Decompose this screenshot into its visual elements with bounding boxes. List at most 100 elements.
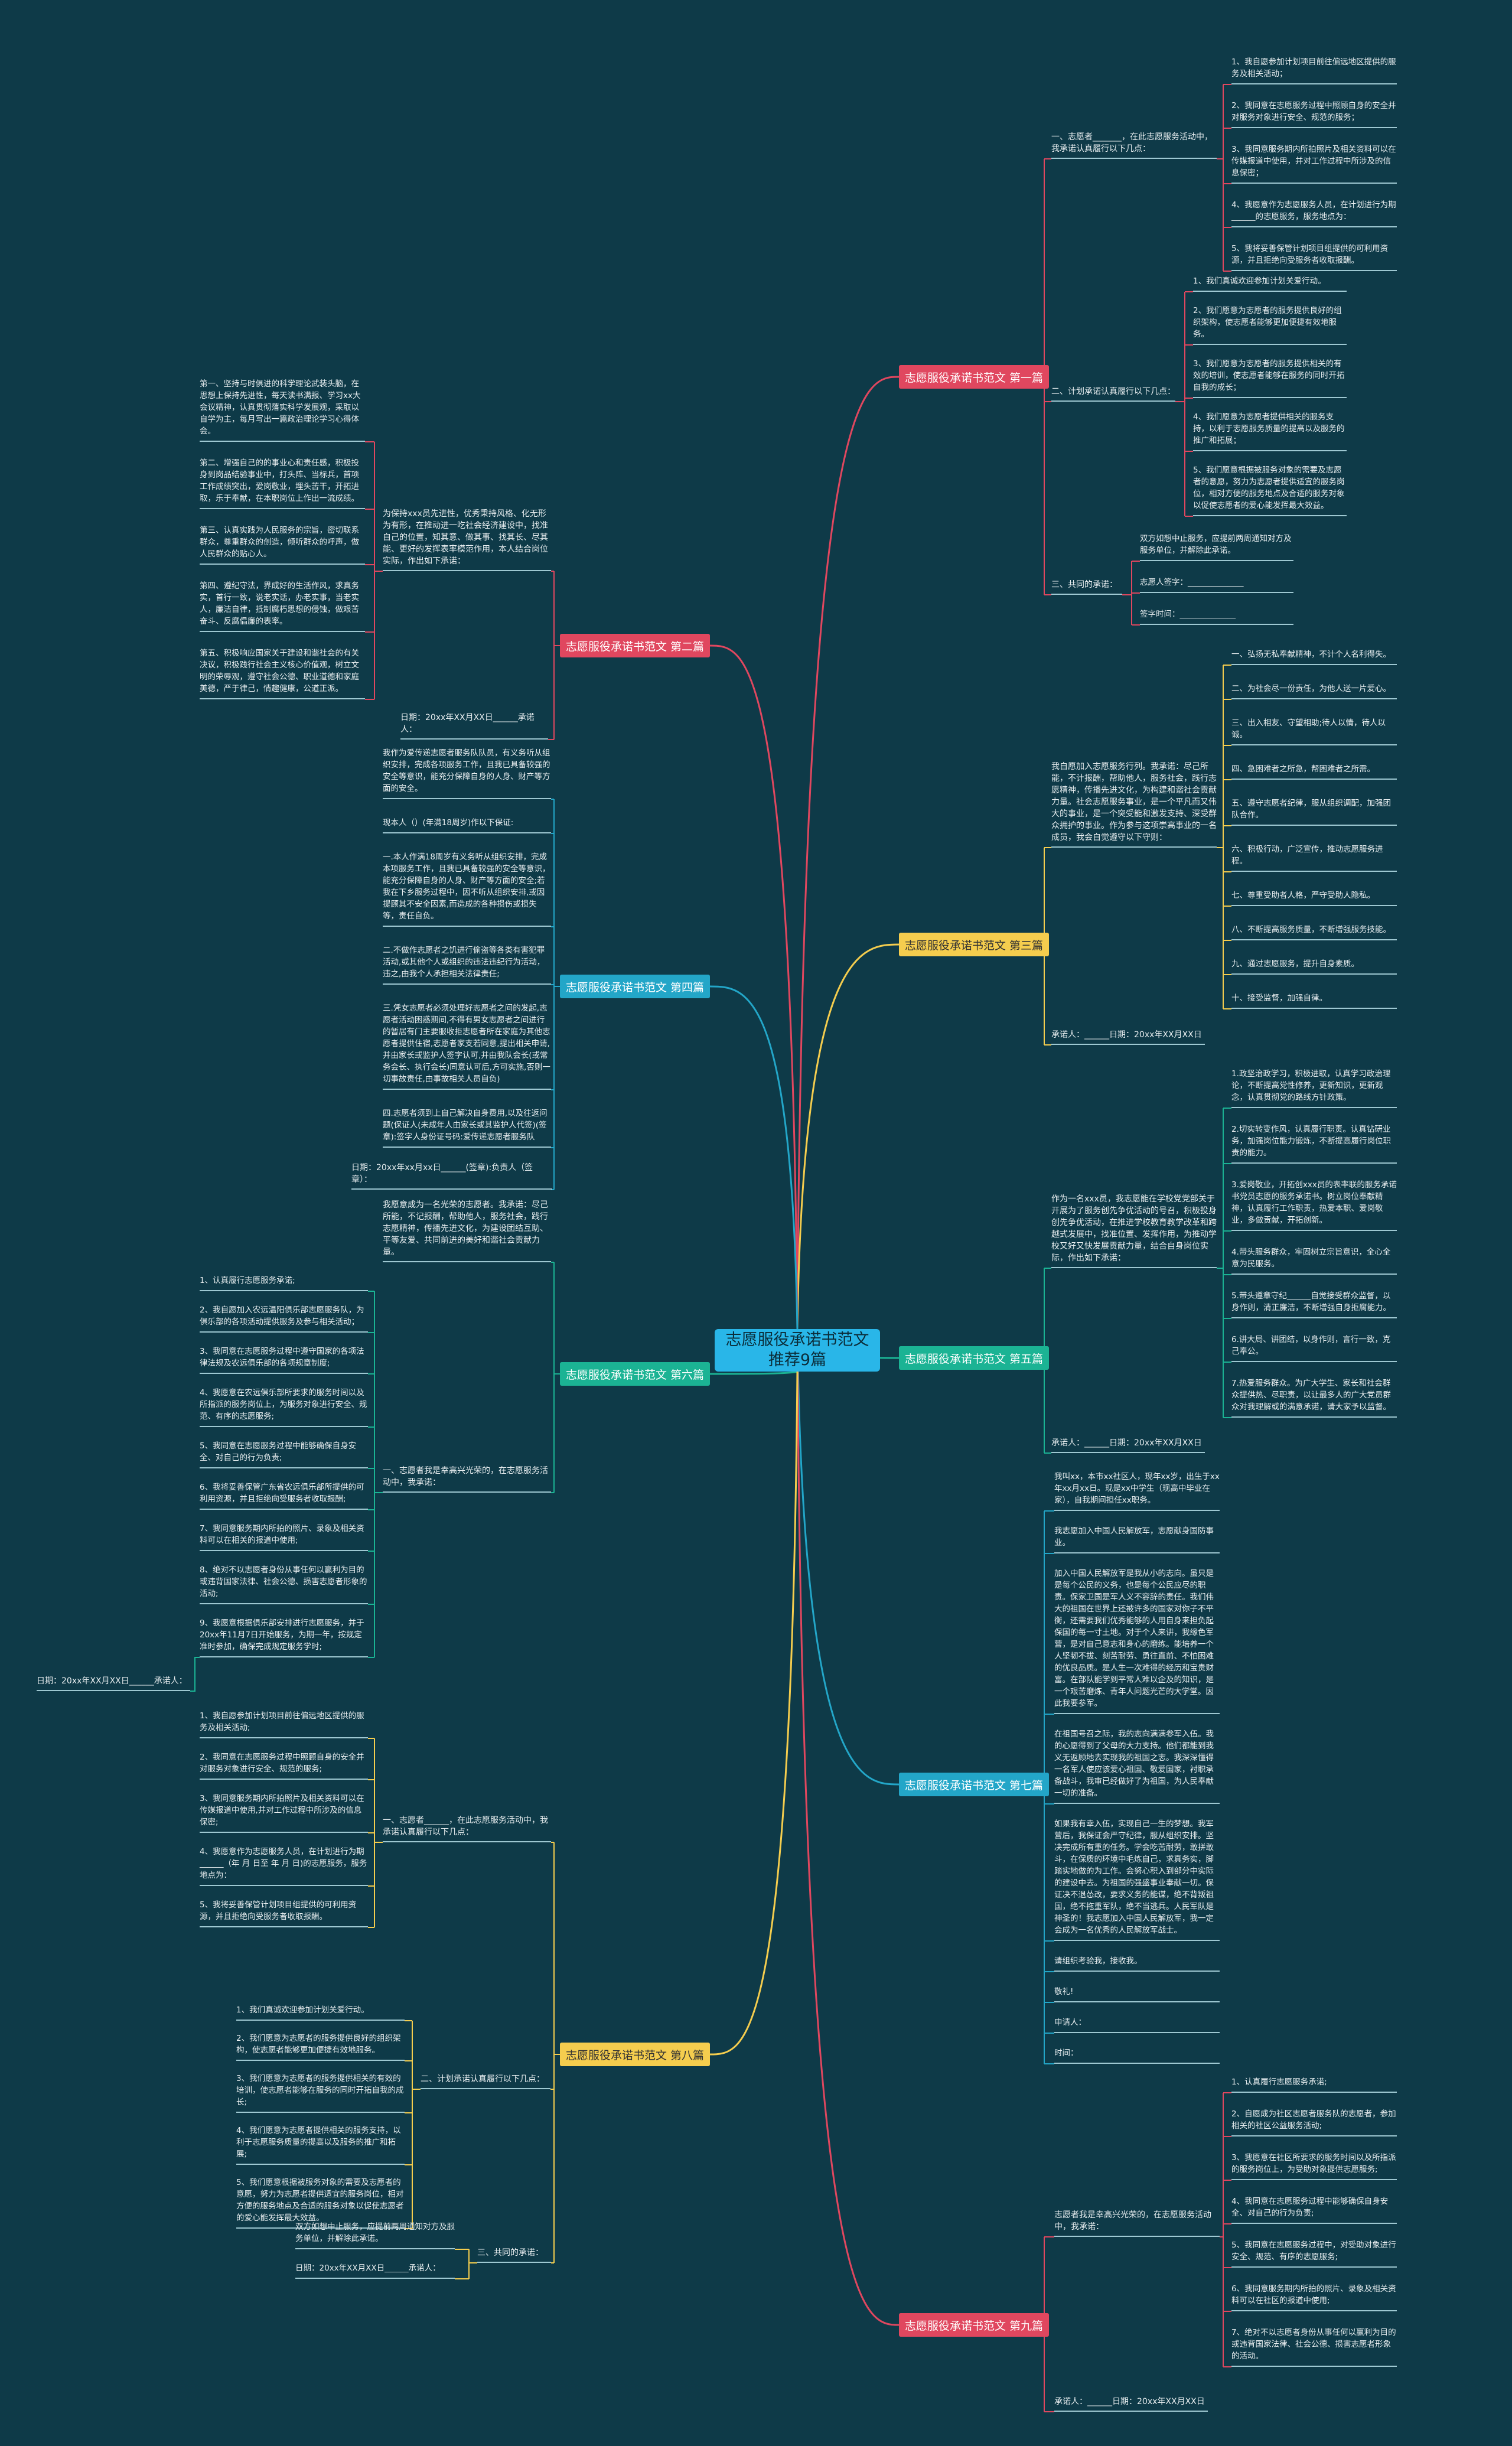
b9-date: 承诺人：______日期：20xx年XX月XX日	[1054, 2396, 1208, 2412]
b1-s1-item-1: 1、我自愿参加计划项目前往偏远地区提供的服务及相关活动；	[1231, 56, 1397, 84]
b4-item-4: 二.不做作志愿者之饥进行偷盗等各类有害犯罪活动,或其他个人或组织的违法违纪行为活…	[383, 944, 551, 985]
branch-1[interactable]: 志愿服役承诺书范文 第一篇	[899, 365, 1050, 389]
b9-item-2: 2、自愿成为社区志愿者服务队的志愿者，参加相关的社区公益服务活动;	[1231, 2108, 1397, 2136]
b2-item-2: 第二、增强自己的的事业心和责任感，积极投身到岗品结验事业中，打头阵、当标兵，首项…	[200, 457, 365, 509]
b1-section-1: 一、志愿者_______，在此志愿服务活动中，我承诺认真履行以下几点：	[1051, 131, 1217, 159]
b6-item-7: 7、我同意服务期内所拍的照片、录象及相关资料可以在相关的报道中使用;	[200, 1523, 368, 1551]
branch-2[interactable]: 志愿服役承诺书范文 第二篇	[560, 634, 711, 657]
branch-5[interactable]: 志愿服役承诺书范文 第五篇	[899, 1346, 1050, 1370]
b3-item-2: 二、为社会尽一份责任，为他人送一片爱心。	[1231, 683, 1397, 699]
b7-item-8: 申请人：	[1054, 2017, 1220, 2033]
b6-item-5: 5、我同意在志愿服务过程中能够确保自身安全、对自己的行为负责;	[200, 1440, 368, 1468]
root-topic[interactable]: 志愿服役承诺书范文推荐9篇	[715, 1329, 880, 1372]
b1-s2-item-2: 2、我们愿意为志愿者的服务提供良好的组织架构，使志愿者能够更加便捷有效地服务。	[1193, 305, 1347, 345]
b5-item-4: 4.带头服务群众，牢固树立宗旨意识，全心全意为民服务。	[1231, 1246, 1397, 1275]
b2-intro: 为保持xxx员先进性，优秀秉持风格、化无形为有形，在推动进一吃社会经济建设中，找…	[383, 508, 551, 571]
b6-item-6: 6、我将妥善保管广东省农远俱乐部所提供的可利用资源，并且拒绝向受服务者收取报酬;	[200, 1481, 368, 1510]
b6-item-4: 4、我愿意在农远俱乐部所要求的服务时间以及所指派的服务岗位上，为服务对象进行安全…	[200, 1387, 368, 1427]
b6-intro: 我愿意成为一名光荣的志愿者。我承诺：尽己所能，不记报酬，帮助他人，服务社会，践行…	[383, 1199, 551, 1262]
b3-intro: 我自愿加入志愿服务行列。我承诺：尽己所能，不计报酬，帮助他人，服务社会，践行志愿…	[1051, 761, 1217, 848]
branch-6[interactable]: 志愿服役承诺书范文 第六篇	[560, 1362, 711, 1386]
connector	[796, 943, 900, 1330]
b3-item-1: 一、弘扬无私奉献精神，不计个人名利得失。	[1231, 649, 1397, 665]
branch-9[interactable]: 志愿服役承诺书范文 第九篇	[899, 2313, 1050, 2337]
branch-7[interactable]: 志愿服役承诺书范文 第七篇	[899, 1773, 1050, 1796]
b5-item-7: 7.热爱服务群众。为广大学生、家长和社会群众提供热、尽职责，以让最多人的广大党员…	[1231, 1377, 1397, 1418]
b4-item-6: 四.志愿者须到上自己解决自身费用,以及往返问题(保证人(未成年人由家长或其监护人…	[383, 1108, 551, 1148]
b1-s2-item-1: 1、我们真诚欢迎参加计划关爱行动。	[1193, 275, 1347, 292]
b3-item-4: 四、急困难者之所急，帮困难者之所需。	[1231, 763, 1397, 780]
b4-date: 日期：20xx年xx月xx日______(签章):负责人（签章）：	[351, 1162, 552, 1190]
b1-s2-item-5: 5、我们愿意根据被服务对象的需要及志愿者的意愿，努力为志愿者提供适宜的服务岗位，…	[1193, 464, 1347, 516]
b6-item-8: 8、绝对不以志愿者身份从事任何以赢利为目的或违背国家法律、社会公德、损害志愿者形…	[200, 1564, 368, 1604]
b1-s1-item-3: 3、我同意服务期内所拍照片及相关资料可以在传媒报道中使用，并对工作过程中所涉及的…	[1231, 144, 1397, 184]
b9-item-1: 1、认真履行志愿服务承诺;	[1231, 2076, 1397, 2093]
b1-s2-item-4: 4、我们愿意为志愿者提供相关的服务支持，以利于志愿服务质量的提高以及服务的推广和…	[1193, 411, 1347, 451]
b7-item-5: 如果我有幸入伍，实现自己一生的梦想。我军营后，我保证会严守纪律，服从组织安排。坚…	[1054, 1818, 1220, 1941]
b2-item-3: 第三、认真实践为人民服务的宗旨，密切联系群众，尊重群众的创造，倾听群众的呼声，做…	[200, 525, 365, 565]
b3-item-7: 七、尊重受助者人格，严守受助人隐私。	[1231, 890, 1397, 906]
b1-s3-item-3: 签字时间：______________	[1140, 608, 1293, 625]
connector	[796, 1328, 900, 1786]
b6-date: 日期：20xx年XX月XX日______承诺人：	[37, 1675, 190, 1691]
b1-s3-item-1: 双方如想中止服务，应提前两周通知对方及服务单位，并解除此承诺。	[1140, 533, 1293, 561]
b1-section-3: 三、共同的承诺：	[1051, 579, 1122, 595]
b7-item-9: 时间：	[1054, 2047, 1220, 2064]
b8-s3-item-2: 日期：20xx年XX月XX日______承诺人：	[295, 2262, 455, 2279]
b8-s2-item-5: 5、我们愿意根据被服务对象的需要及志愿者的意愿，努力为志愿者提供适宜的服务岗位，…	[236, 2177, 405, 2229]
b8-s2-item-1: 1、我们真诚欢迎参加计划关爱行动。	[236, 2004, 405, 2021]
b3-item-5: 五、遵守志愿者纪律，服从组织调配，加强团队合作。	[1231, 797, 1397, 826]
b7-item-4: 在祖国号召之际，我的志向满满参军入伍。我的心愿得到了父母的大力支持。他们都能到我…	[1054, 1728, 1220, 1804]
b1-s1-item-5: 5、我将妥善保管计划项目组提供的可利用资源，并且拒绝向受服务者收取报酬。	[1231, 243, 1397, 271]
connector	[709, 644, 799, 1330]
b7-item-6: 请组织考验我，接收我。	[1054, 1955, 1220, 1972]
b5-item-2: 2.切实转变作风，认真履行职责。认真钻研业务，加强岗位能力锻炼，不断提高履行岗位…	[1231, 1123, 1397, 1164]
connector	[190, 1657, 200, 1692]
b7-item-7: 敬礼!	[1054, 1986, 1220, 2002]
b8-section-3: 三、共同的承诺：	[477, 2247, 551, 2263]
branch-4[interactable]: 志愿服役承诺书范文 第四篇	[560, 975, 711, 998]
b8-section-2: 二、计划承诺认真履行以下几点：	[421, 2073, 550, 2089]
b1-s2-item-3: 3、我们愿意为志愿者的服务提供相关的有效的培训，使志愿者能够在服务的同时开拓自我…	[1193, 358, 1347, 398]
connector	[709, 1370, 798, 1375]
b1-s1-item-2: 2、我同意在志愿服务过程中照顾自身的安全并对服务对象进行安全、规范的服务；	[1231, 100, 1397, 128]
connector	[709, 1371, 799, 2056]
b8-s1-item-2: 2、我同意在志愿服务过程中照顾自身的安全并对服务对象进行安全、规范的服务;	[200, 1751, 368, 1780]
branch-3[interactable]: 志愿服役承诺书范文 第三篇	[899, 933, 1050, 956]
b2-item-4: 第四、遵纪守法，界成好的生活作风，求真务实，首行一致，说老实话，办老实事，当老实…	[200, 580, 365, 632]
b3-item-9: 九、通过志愿服务，提升自身素质。	[1231, 958, 1397, 975]
b9-item-7: 7、绝对不以志愿者身份从事任何以赢利为目的或违背国家法律、社会公德、损害志愿者形…	[1231, 2327, 1397, 2367]
b6-item-9: 9、我愿意根据俱乐部安排进行志愿服务，并于20xx年11月7日开始服务，为期一年…	[200, 1617, 368, 1657]
b8-s1-item-5: 5、我将妥善保管计划项目组提供的可利用资源，并且拒绝向受服务者收取报酬。	[200, 1899, 368, 1927]
b5-intro: 作为一名xxx员，我志愿能在学校党党部关于开展为了服务创先争优活动的号召，积极投…	[1051, 1193, 1217, 1268]
b4-item-5: 三.凭女志愿者必须处理好志愿者之间的发起,志愿者活动困惑期间,不得有男女志愿者之…	[383, 1002, 551, 1090]
b3-item-10: 十、接受监督，加强自律。	[1231, 992, 1397, 1009]
connector	[796, 1328, 900, 2326]
b3-item-8: 八、不断提高服务质量，不断增强服务技能。	[1231, 924, 1397, 940]
b8-s2-item-2: 2、我们愿意为志愿者的服务提供良好的组织架构，使志愿者能够更加便捷有效地服务。	[236, 2033, 405, 2061]
connector	[796, 376, 900, 1330]
b5-item-5: 5.带头遵章守纪______自觉接受群众监督，以身作则，清正廉洁，不断增强自身拒…	[1231, 1290, 1397, 1318]
b6-section-1: 一、志愿者我是幸高兴光荣的，在志愿服务活动中，我承诺：	[383, 1465, 551, 1493]
b8-s1-item-1: 1、我自愿参加计划项目前往偏远地区提供的服务及相关活动;	[200, 1710, 368, 1738]
b6-item-1: 1、认真履行志愿服务承诺;	[200, 1275, 368, 1291]
b5-item-1: 1.政坚治政学习，积极进取，认真学习政治理论，不断提高党性修养，更新知识，更新观…	[1231, 1068, 1397, 1108]
b1-section-2: 二、计划承诺认真履行以下几点：	[1051, 386, 1175, 402]
b5-item-3: 3.爱岗敬业，开拓创xxx员的表率联的服务承诺书党员志愿的服务承诺书。树立岗位奉…	[1231, 1179, 1397, 1231]
b2-item-1: 第一、坚持与时俱进的科学理论武装头脑，在思想上保持先进性，每天读书满报、学习xx…	[200, 378, 365, 442]
b8-s2-item-3: 3、我们愿意为志愿者的服务提供相关的有效的培训，使志愿者能够在服务的同时开拓自我…	[236, 2073, 405, 2113]
b2-date: 日期：20xx年XX月XX日______承诺人：	[400, 712, 548, 740]
b9-item-5: 5、我同意在志愿服务过程中，对受助对象进行安全、规范、有序的志愿服务;	[1231, 2239, 1397, 2268]
b2-item-5: 第五、积极响应国家关于建设和谐社会的有关决议，积极践行社会主义核心价值观，树立文…	[200, 647, 365, 699]
b6-item-3: 3、我同意在志愿服务过程中遵守国家的各项法律法规及农远俱乐部的各项规章制度;	[200, 1346, 368, 1374]
b7-item-1: 我叫xx，本市xx社区人，现年xx岁，出生于xx年xx月xx日。现是xx中学生（…	[1054, 1471, 1220, 1511]
b5-item-6: 6.讲大局、讲团结，以身作则，言行一致，克己奉公。	[1231, 1334, 1397, 1362]
b9-item-6: 6、我同意服务期内所拍的照片、录象及相关资料可以在社区的报道中使用;	[1231, 2283, 1397, 2311]
branch-8[interactable]: 志愿服役承诺书范文 第八篇	[560, 2043, 711, 2066]
b7-item-3: 加入中国人民解放军是我从小的志向。虽只是是每个公民的义务，也是每个公民应尽的职责…	[1054, 1568, 1220, 1714]
b3-item-3: 三、出入相友、守望相助;待人以情，待人以诚。	[1231, 717, 1397, 745]
b3-item-6: 六、积极行动，广泛宣传，推动志愿服务进程。	[1231, 843, 1397, 872]
b8-section-1: 一、志愿者______，在此志愿服务活动中，我承诺认真履行以下几点：	[383, 1815, 551, 1842]
b8-s1-item-4: 4、我愿意作为志愿服务人员，在计划进行为期______（年 月 日至 年 月 日…	[200, 1846, 368, 1886]
